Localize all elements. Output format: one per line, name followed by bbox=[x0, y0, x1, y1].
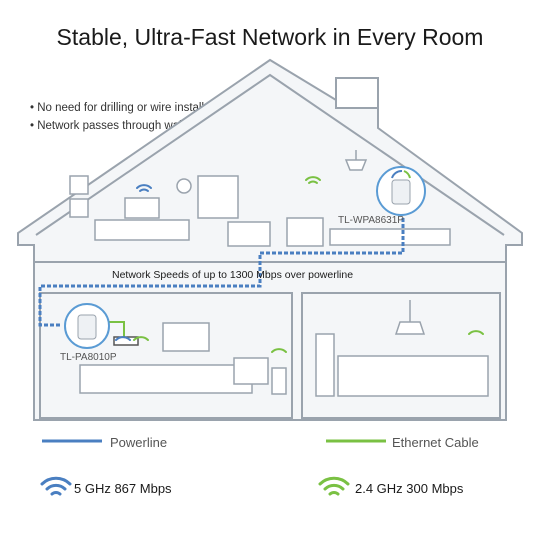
lower-adapter-label: TL-PA8010P bbox=[60, 352, 117, 363]
wifi-24ghz-icon-living bbox=[271, 348, 287, 353]
upper-adapter bbox=[376, 166, 426, 216]
speed-label: Network Speeds of up to 1300 Mbps over p… bbox=[112, 269, 354, 281]
wifi-24ghz-icon-lower bbox=[133, 336, 149, 341]
lower-adapter bbox=[64, 303, 110, 349]
wifi-5ghz-icon-lower bbox=[115, 336, 131, 341]
wifi-5ghz-icon-upper bbox=[136, 184, 152, 192]
wifi-24ghz-icon-upper bbox=[305, 176, 321, 184]
wifi-24ghz-legend-icon bbox=[318, 476, 350, 496]
wifi-24ghz-label: 2.4 GHz 300 Mbps bbox=[355, 481, 464, 496]
legend-ethernet-label: Ethernet Cable bbox=[392, 435, 479, 450]
upper-floor-furniture bbox=[69, 150, 451, 247]
wifi-24ghz-icon-kitchen bbox=[468, 330, 484, 335]
page-title: Stable, Ultra-Fast Network in Every Room bbox=[56, 24, 484, 50]
upper-adapter-label: TL-WPA8631P bbox=[338, 215, 404, 226]
bullet-no-drilling: • No need for drilling or wire installat… bbox=[30, 102, 233, 114]
wifi-5ghz-label: 5 GHz 867 Mbps bbox=[74, 481, 172, 496]
legend-powerline-label: Powerline bbox=[110, 435, 168, 450]
ethernet-cable-lower bbox=[106, 321, 125, 337]
powerline-cable bbox=[38, 218, 405, 327]
lower-floor-furniture bbox=[79, 300, 489, 397]
wifi-5ghz-legend-icon bbox=[40, 476, 72, 496]
